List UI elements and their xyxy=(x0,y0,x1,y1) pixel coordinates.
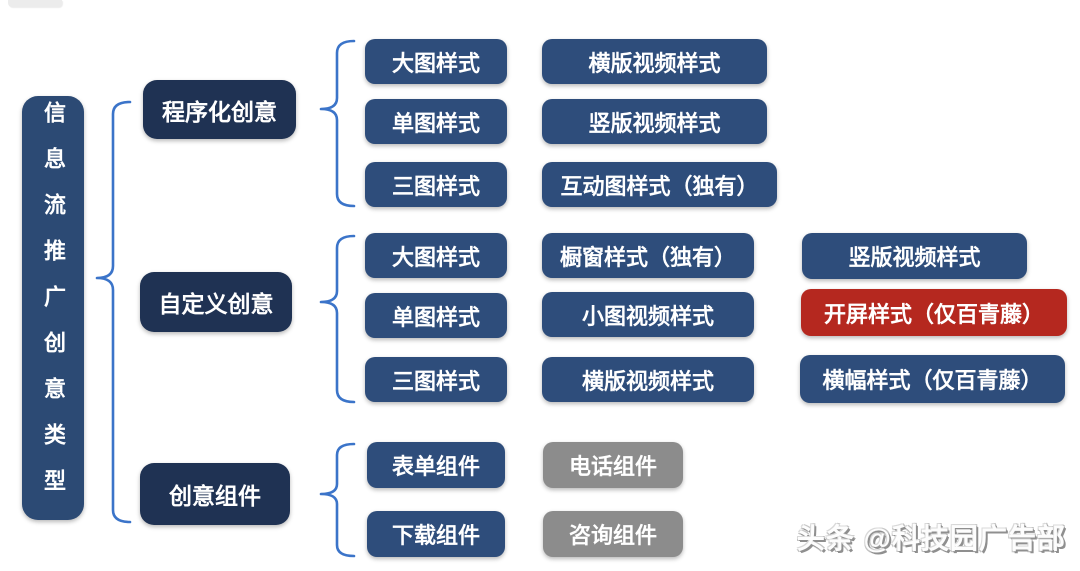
watermark-text: 头条 @科技园广告部 xyxy=(796,523,1066,554)
node-programmatic-horizontal-video: 横版视频样式 xyxy=(542,39,767,84)
branch-node-custom: 自定义创意 xyxy=(140,272,292,332)
branch-node-components: 创意组件 xyxy=(140,463,290,525)
node-programmatic-single-image: 单图样式 xyxy=(365,99,507,144)
corner-watermark-remnant xyxy=(8,0,62,7)
node-custom-large-image: 大图样式 xyxy=(365,233,507,278)
brace-branch-custom xyxy=(319,234,356,404)
node-custom-single-image: 单图样式 xyxy=(365,293,507,338)
node-custom-three-image: 三图样式 xyxy=(365,357,507,402)
node-programmatic-vertical-video: 竖版视频样式 xyxy=(542,99,767,144)
node-component-download: 下载组件 xyxy=(367,511,505,557)
node-component-phone: 电话组件 xyxy=(543,442,683,488)
branch-node-programmatic: 程序化创意 xyxy=(143,80,296,139)
node-custom-vertical-video: 竖版视频样式 xyxy=(802,233,1027,279)
brace-branch-programmatic xyxy=(319,39,356,208)
node-programmatic-large-image: 大图样式 xyxy=(365,39,507,84)
node-custom-showcase: 橱窗样式（独有） xyxy=(542,233,754,278)
node-component-consult: 咨询组件 xyxy=(543,511,683,557)
node-custom-splash-screen: 开屏样式（仅百青藤） xyxy=(801,289,1067,336)
node-custom-horizontal-video: 横版视频样式 xyxy=(542,357,754,402)
node-custom-banner: 横幅样式（仅百青藤） xyxy=(800,355,1065,403)
brace-root xyxy=(95,100,132,524)
root-node: 信息流推广创意类型 xyxy=(22,96,84,520)
node-programmatic-three-image: 三图样式 xyxy=(365,162,507,207)
node-component-form: 表单组件 xyxy=(367,442,505,488)
brace-branch-components xyxy=(319,442,356,558)
node-custom-small-image-video: 小图视频样式 xyxy=(542,292,754,337)
node-programmatic-interactive-image: 互动图样式（独有） xyxy=(542,162,777,207)
root-node-label: 信息流推广创意类型 xyxy=(41,101,66,515)
